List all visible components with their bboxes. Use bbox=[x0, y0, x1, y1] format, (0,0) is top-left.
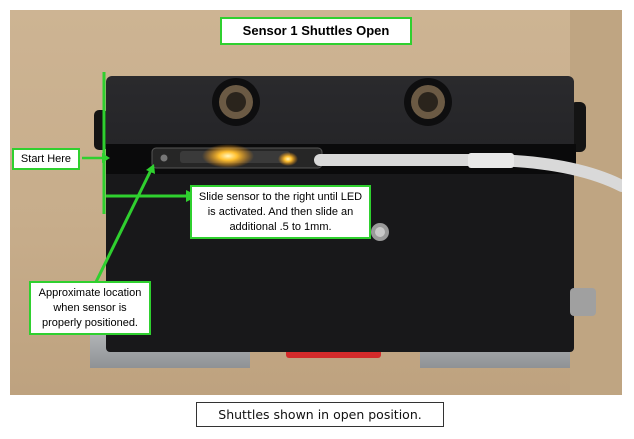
location-arrow-head bbox=[146, 164, 155, 174]
sensor-photo bbox=[10, 10, 622, 395]
led-reflection bbox=[278, 152, 298, 166]
table-edge-shade bbox=[570, 10, 622, 395]
photo-title: Sensor 1 Shuttles Open bbox=[220, 17, 412, 45]
side-bolt bbox=[570, 288, 596, 316]
approximate-location-callout: Approximate location when sensor is prop… bbox=[29, 281, 151, 335]
front-screw-head bbox=[375, 227, 385, 237]
sensor-screw bbox=[160, 154, 168, 162]
location-arrow-shaft bbox=[94, 169, 153, 283]
photo-caption: Shuttles shown in open position. bbox=[196, 402, 444, 427]
left-knob bbox=[94, 110, 108, 150]
start-arrow-head bbox=[102, 153, 110, 163]
cable-sleeve bbox=[468, 153, 514, 168]
photo-scene bbox=[82, 10, 622, 395]
right-hole-core bbox=[418, 92, 438, 112]
start-here-callout: Start Here bbox=[12, 148, 80, 170]
led-glow bbox=[202, 144, 254, 168]
left-hole-core bbox=[226, 92, 246, 112]
slide-sensor-callout: Slide sensor to the right until LED is a… bbox=[190, 185, 371, 239]
